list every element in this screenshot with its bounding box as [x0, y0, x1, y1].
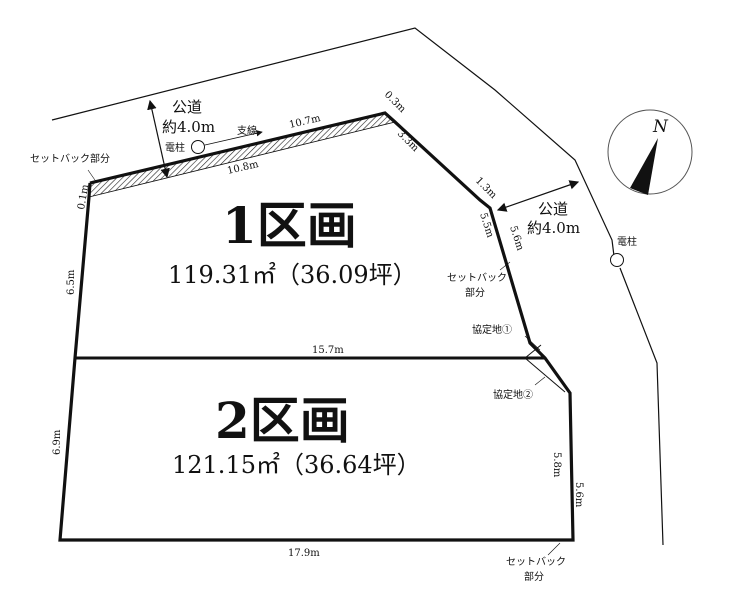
road-north-name: 公道	[172, 98, 202, 116]
utility-pole-icon	[610, 253, 624, 267]
agreement-area-1	[524, 344, 542, 359]
setback-label-right-1: セットバック	[447, 272, 507, 284]
road-east-name: 公道	[538, 200, 568, 218]
lot-2-area: 121.15㎡（36.64坪）	[172, 451, 421, 479]
setback-label-bottom-1: セットバック	[506, 556, 566, 568]
utility-pole-icon	[191, 140, 205, 154]
guy-wire-arrow	[204, 130, 263, 146]
road-edge-east	[619, 267, 664, 546]
road-east-width: 約4.0m	[527, 219, 580, 237]
leader-agreement-2	[534, 376, 546, 386]
setback-label-top: セットバック部分	[30, 152, 110, 165]
road-width-arrow-north	[147, 99, 170, 179]
guy-wire-label: 支線	[237, 124, 257, 137]
agreement-area-2	[524, 357, 566, 393]
dim-right-lower-outer: 5.6m	[573, 482, 584, 508]
leader-setback-bottom	[547, 542, 561, 556]
north-label: N	[652, 117, 669, 137]
lot-1-label: 1区画	[222, 196, 357, 255]
dim-bottom: 17.9m	[288, 548, 320, 559]
dim-right-upper-outer: 5.6m	[507, 225, 525, 253]
pole-label-east: 電柱	[617, 235, 637, 248]
dim-divider: 15.7m	[312, 345, 344, 356]
dim-right-lower-inner: 5.8m	[551, 452, 562, 478]
dim-left-lower: 6.9m	[52, 429, 63, 455]
dim-left-top: 0.1m	[76, 183, 91, 210]
setback-label-bottom-2: 部分	[524, 570, 544, 583]
dim-left-upper: 6.5m	[66, 269, 77, 295]
leader-setback-top	[87, 169, 98, 184]
road-edge-north	[51, 27, 615, 257]
leader-setback-right	[499, 261, 511, 271]
agreement-label-1: 協定地①	[472, 323, 512, 336]
north-arrow-icon: N	[607, 109, 693, 195]
agreement-label-2: 協定地②	[493, 388, 533, 401]
road-north-width: 約4.0m	[162, 118, 215, 136]
lot-2-label: 2区画	[215, 391, 350, 450]
dim-corner-b: 3.3m	[395, 128, 421, 154]
pole-label: 電柱	[165, 141, 185, 154]
road-width-arrow-east	[496, 180, 580, 212]
dim-corner-a: 0.3m	[382, 89, 408, 115]
leader-agreement-1	[524, 335, 541, 351]
setback-label-right-2: 部分	[465, 286, 485, 299]
lot-1-area: 119.31㎡（36.09坪）	[168, 261, 417, 289]
